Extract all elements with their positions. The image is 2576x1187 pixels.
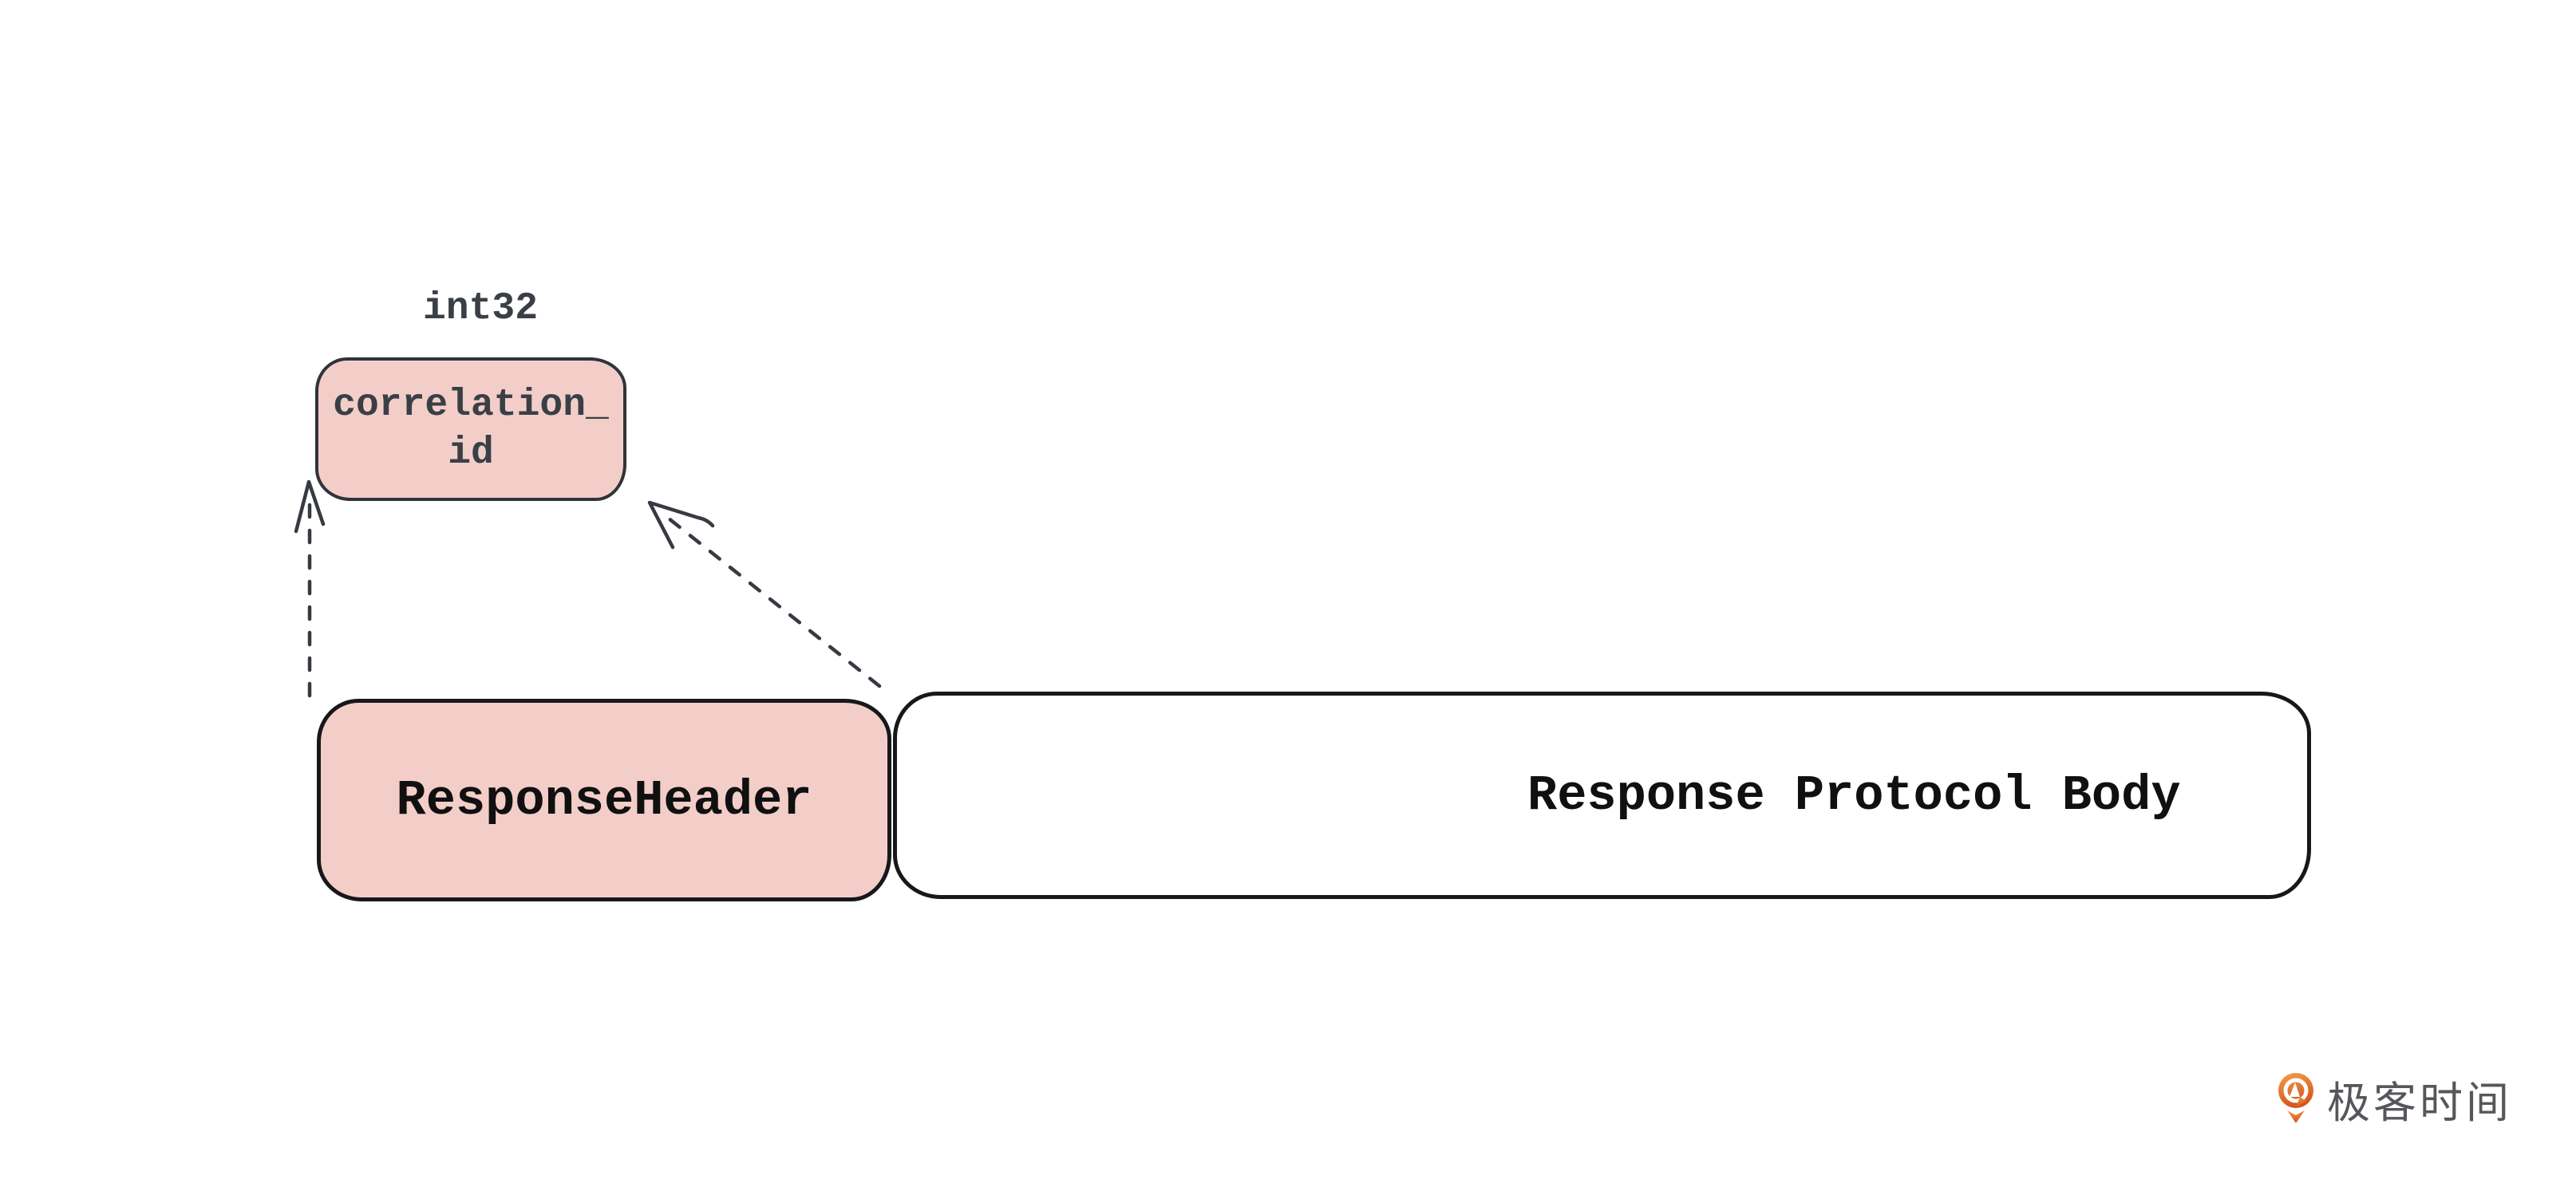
response-header-label: ResponseHeader [396, 771, 812, 829]
geektime-logo: 极客时间 [2278, 1071, 2512, 1127]
arrow-body-to-correlation-id [647, 500, 882, 688]
response-header-box: ResponseHeader [317, 699, 891, 901]
arrow-responseheader-to-correlation-id [294, 479, 326, 698]
response-protocol-body-label: Response Protocol Body [1527, 767, 2181, 824]
correlation-id-box: correlation_ id [315, 357, 626, 501]
geektime-logo-text: 极客时间 [2327, 1079, 2512, 1127]
correlation-id-label-line2: id [448, 432, 494, 475]
field-type-label: int32 [422, 287, 539, 330]
response-protocol-body-box: Response Protocol Body [893, 692, 2311, 899]
correlation-id-label-line1: correlation_ [333, 384, 609, 427]
geektime-logo-icon [2278, 1073, 2313, 1123]
